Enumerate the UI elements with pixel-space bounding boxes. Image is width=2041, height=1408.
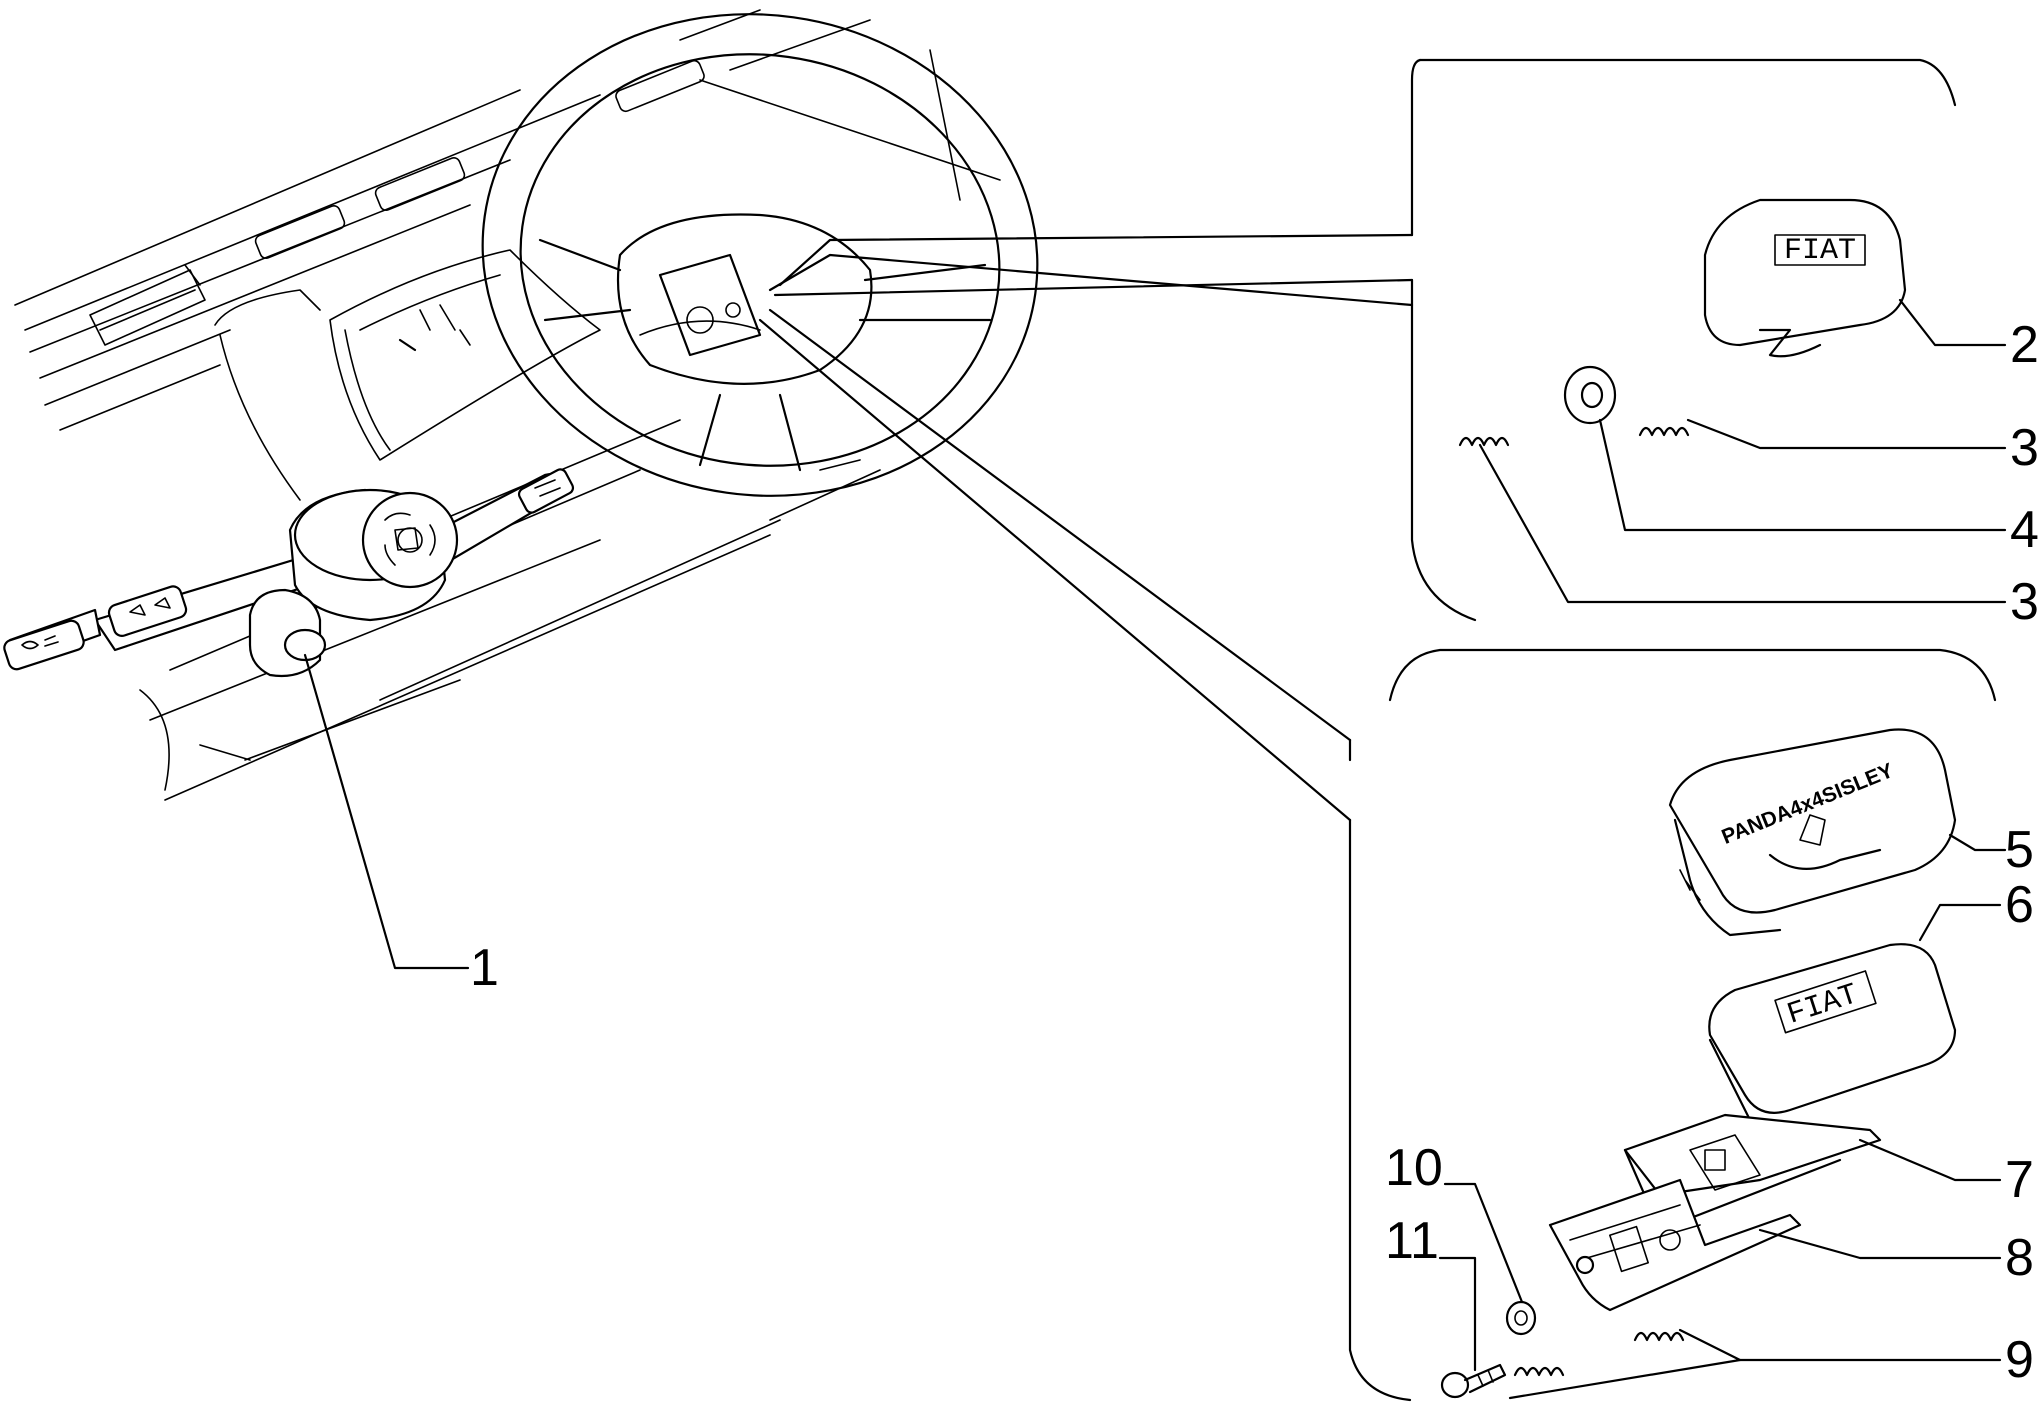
callout-9: 9 — [2005, 1331, 2034, 1389]
callout-5: 5 — [2005, 821, 2034, 879]
callout-3-lower: 3 — [2010, 573, 2039, 631]
inset-panel-upper — [768, 58, 1957, 622]
nut — [1505, 1300, 1537, 1336]
leader-lines — [303, 298, 2007, 1400]
callout-labels: 1 2 3 4 3 5 6 7 8 9 10 11 — [470, 316, 2039, 1389]
callout-1: 1 — [470, 939, 499, 997]
screw — [1440, 1363, 1507, 1399]
spring-upper-right — [1638, 426, 1690, 437]
callout-3-upper: 3 — [2010, 419, 2039, 477]
spring-lower-left — [1513, 1366, 1565, 1377]
dashboard-drawing — [14, 9, 1001, 801]
horn-button-fiat: FIAT — [1703, 198, 1907, 358]
callout-7: 7 — [2005, 1151, 2034, 1209]
spring-upper-left — [1458, 436, 1510, 447]
horn-button-fiat-lower: FIAT — [1708, 943, 1957, 1135]
steering-wheel — [481, 13, 1039, 497]
callout-8: 8 — [2005, 1229, 2034, 1287]
fiat-logo-upper: FIAT — [1784, 234, 1856, 268]
spring-lower-right — [1633, 1331, 1685, 1342]
callout-4: 4 — [2010, 501, 2039, 559]
inset-panel-lower — [758, 308, 1997, 1402]
button-base-plate — [1548, 1178, 1802, 1312]
horn-button-panda: PANDA4x4SISLEY — [1668, 728, 1957, 937]
callout-2: 2 — [2010, 316, 2039, 374]
callout-6: 6 — [2005, 876, 2034, 934]
steering-column-switch — [3, 468, 575, 678]
washer — [1563, 365, 1617, 425]
callout-10: 10 — [1385, 1139, 1443, 1197]
callout-11: 11 — [1385, 1212, 1439, 1270]
